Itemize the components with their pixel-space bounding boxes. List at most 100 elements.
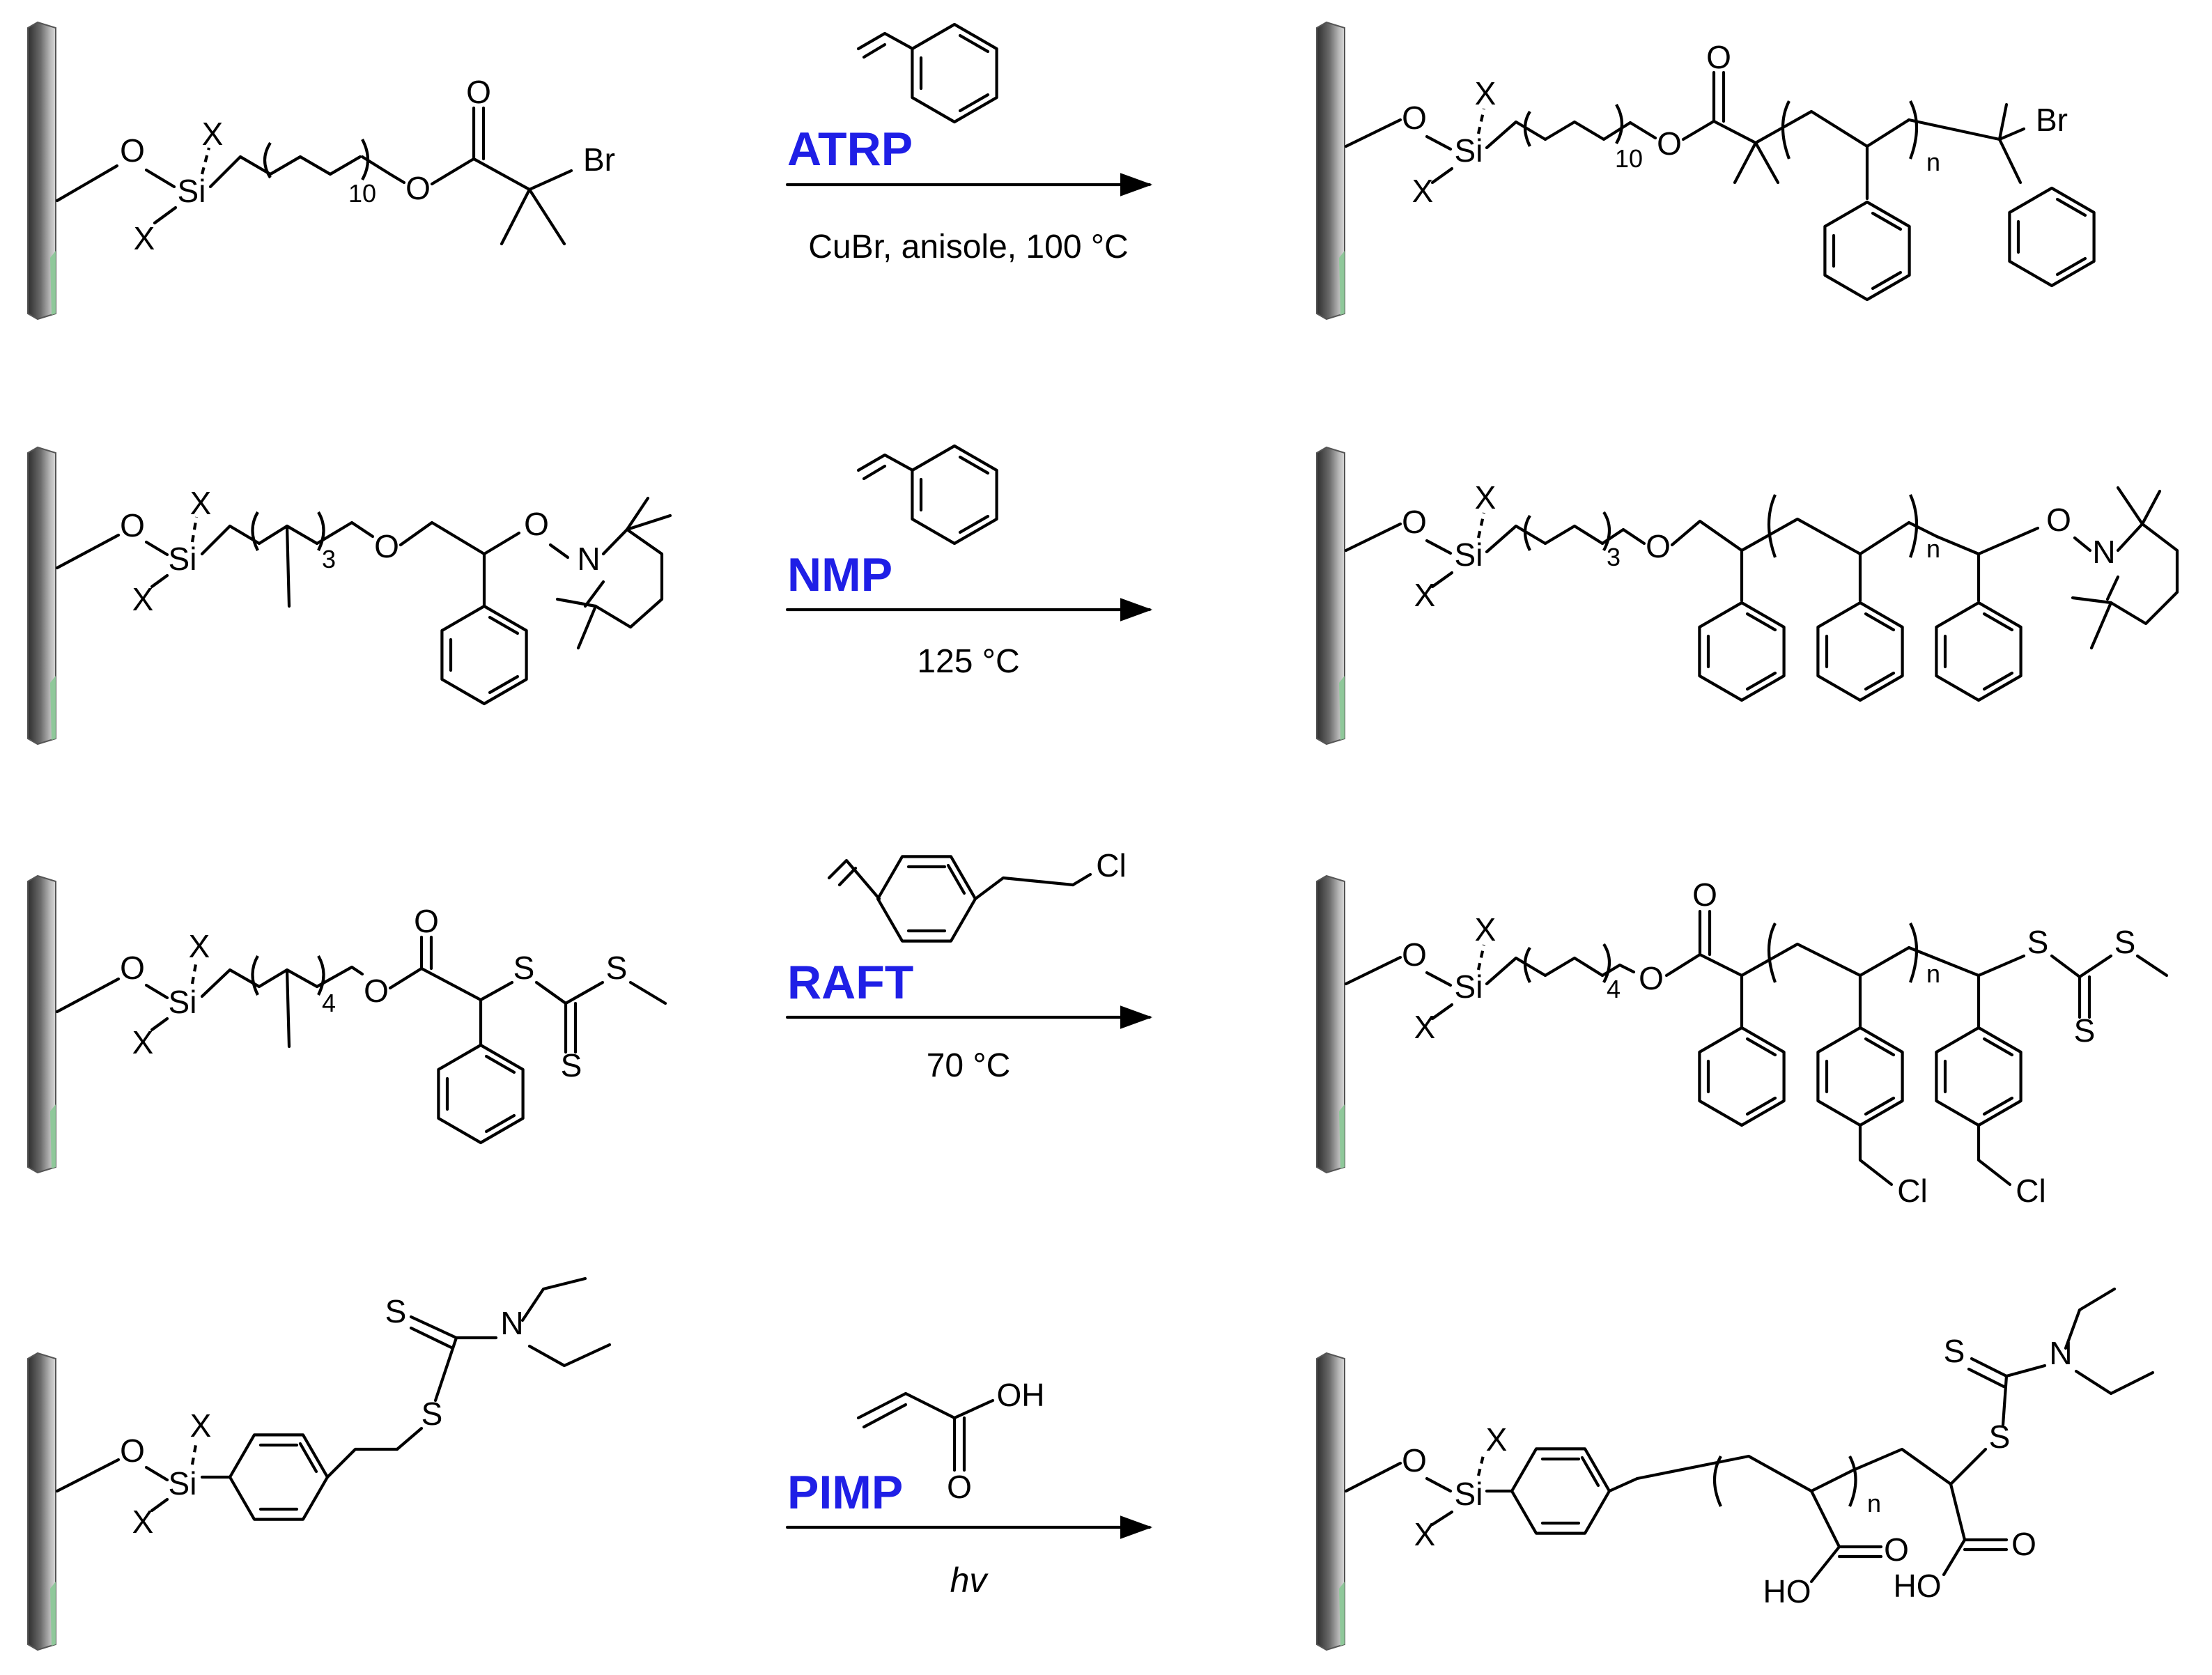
oxygen-atom-label: O xyxy=(120,507,145,543)
x-substituent-label: X xyxy=(1414,1009,1436,1045)
silicon-atom-label: Si xyxy=(178,173,206,209)
repeat-count-subscript: 4 xyxy=(1607,975,1621,1003)
ether-oxygen-label: O xyxy=(374,528,399,564)
x-substituent-label: X xyxy=(1475,75,1496,111)
nitrogen-atom-label: N xyxy=(577,541,600,577)
repeat-count-subscript: 3 xyxy=(1607,543,1621,571)
pimp-poly-acrylic-acid-brush: O Si X X n O HO S S xyxy=(1316,1287,2155,1651)
row-raft: O Si X X 4 O O S S S xyxy=(27,847,2169,1209)
sulfur-atom-label: S xyxy=(606,950,628,986)
repeat-index-n: n xyxy=(1926,534,1940,563)
row-atrp: O Si X X 10 O O Br xyxy=(27,22,2094,320)
oxygen-atom-label: O xyxy=(1402,936,1427,973)
repeat-index-n: n xyxy=(1926,959,1940,988)
carbonyl-oxygen-label: O xyxy=(1884,1531,1909,1568)
carbonyl-oxygen-label: O xyxy=(1692,877,1717,913)
bromine-atom-label: Br xyxy=(583,141,615,178)
thiocarbonyl-sulfur-label: S xyxy=(561,1047,582,1083)
oxygen-atom-label: O xyxy=(1402,504,1427,540)
conditions-nmp: 125 °C xyxy=(917,643,1019,680)
carbonyl-oxygen-label: O xyxy=(1706,39,1731,75)
x-substituent-label: X xyxy=(132,1024,154,1060)
nmp-initiator-surface: O Si X X 3 O O N xyxy=(27,447,672,745)
sulfur-atom-label: S xyxy=(1989,1419,2011,1455)
thiocarbonyl-sulfur-label: S xyxy=(1944,1333,1965,1369)
silicon-atom-label: Si xyxy=(169,541,197,577)
oxygen-atom-label: O xyxy=(405,170,431,206)
pimp-iniferter-surface: O Si X X S S N xyxy=(27,1276,612,1651)
oxygen-atom-label: O xyxy=(1639,960,1664,996)
raft-polymer-brush: O Si X X 4 O O n xyxy=(1316,875,2169,1209)
method-label-atrp: ATRP xyxy=(787,123,913,176)
x-substituent-label: X xyxy=(202,116,224,152)
sulfur-atom-label: S xyxy=(421,1396,443,1432)
silicon-atom-label: Si xyxy=(169,1465,197,1502)
raft-reaction-arrow-group: Cl RAFT 70 °C xyxy=(785,847,1153,1084)
x-substituent-label: X xyxy=(1475,479,1496,516)
chlorine-atom-label: Cl xyxy=(2016,1173,2045,1209)
x-substituent-label: X xyxy=(132,1504,154,1540)
hydroxyl-label: HO xyxy=(1763,1573,1811,1610)
chlorine-atom-label: Cl xyxy=(1096,847,1126,883)
nitrogen-atom-label: N xyxy=(2092,534,2115,570)
hydroxyl-label: OH xyxy=(997,1377,1045,1413)
repeat-count-subscript: 4 xyxy=(322,989,336,1017)
oxygen-atom-label: O xyxy=(120,132,145,169)
repeat-index-n: n xyxy=(1926,148,1940,176)
method-label-raft: RAFT xyxy=(787,956,913,1009)
conditions-atrp: CuBr, anisole, 100 °C xyxy=(808,229,1128,265)
pimp-reaction-arrow-group: O OH PIMP hv xyxy=(785,1377,1153,1600)
method-label-nmp: NMP xyxy=(787,548,892,601)
bromine-atom-label: Br xyxy=(2036,102,2068,138)
vinylbenzyl-chloride-monomer: Cl xyxy=(827,847,1127,941)
oxygen-atom-label: O xyxy=(524,506,549,542)
silicon-atom-label: Si xyxy=(1455,1476,1483,1512)
hydroxyl-label: HO xyxy=(1894,1568,1942,1604)
nmp-reaction-arrow-group: NMP 125 °C xyxy=(785,446,1153,680)
repeat-count-subscript: 3 xyxy=(322,545,336,573)
carbonyl-oxygen-label: O xyxy=(2011,1526,2036,1562)
carbonyl-oxygen-label: O xyxy=(947,1469,972,1505)
oxygen-atom-label: O xyxy=(1402,100,1427,136)
oxygen-atom-label: O xyxy=(364,973,389,1009)
silicon-atom-label: Si xyxy=(1455,537,1483,573)
sulfur-atom-label: S xyxy=(2027,924,2049,960)
atrp-reaction-arrow-group: ATRP CuBr, anisole, 100 °C xyxy=(785,24,1153,265)
oxygen-atom-label: O xyxy=(2046,502,2071,538)
carbonyl-oxygen-label: O xyxy=(466,74,491,110)
method-label-pimp: PIMP xyxy=(787,1466,903,1519)
nitrogen-atom-label: N xyxy=(500,1305,523,1341)
oxygen-atom-label: O xyxy=(1402,1442,1427,1479)
repeat-count-subscript: 10 xyxy=(1615,144,1643,173)
sulfur-atom-label: S xyxy=(513,950,535,986)
x-substituent-label: X xyxy=(1412,173,1434,209)
x-substituent-label: X xyxy=(189,928,210,964)
oxygen-atom-label: O xyxy=(120,950,145,986)
repeat-count-subscript: 10 xyxy=(348,179,376,208)
styrene-monomer xyxy=(856,24,997,122)
conditions-pimp: hv xyxy=(950,1561,989,1600)
x-substituent-label: X xyxy=(1475,911,1496,948)
thiocarbonyl-sulfur-label: S xyxy=(2074,1012,2096,1049)
x-substituent-label: X xyxy=(1414,1516,1436,1552)
atrp-initiator-surface: O Si X X 10 O O Br xyxy=(27,22,615,320)
atrp-polystyrene-brush: O Si X X 10 O O n xyxy=(1316,22,2094,320)
thiocarbonyl-sulfur-label: S xyxy=(385,1293,407,1329)
silicon-atom-label: Si xyxy=(169,984,197,1020)
x-substituent-label: X xyxy=(134,220,155,256)
styrene-monomer xyxy=(856,446,997,543)
row-pimp: O Si X X S S N xyxy=(27,1276,2155,1651)
x-substituent-label: X xyxy=(190,1407,212,1444)
x-substituent-label: X xyxy=(132,581,154,617)
sulfur-atom-label: S xyxy=(2114,924,2136,960)
row-nmp: O Si X X 3 O O N xyxy=(27,446,2179,745)
x-substituent-label: X xyxy=(1486,1421,1508,1458)
carbonyl-oxygen-label: O xyxy=(414,903,439,939)
raft-cta-surface: O Si X X 4 O O S S S xyxy=(27,875,667,1173)
acrylic-acid-monomer: O OH xyxy=(856,1377,1045,1505)
nmp-polystyrene-brush: O Si X X 3 O n O xyxy=(1316,447,2179,745)
conditions-raft: 70 °C xyxy=(927,1047,1011,1084)
silicon-atom-label: Si xyxy=(1455,132,1483,169)
oxygen-atom-label: O xyxy=(120,1433,145,1469)
